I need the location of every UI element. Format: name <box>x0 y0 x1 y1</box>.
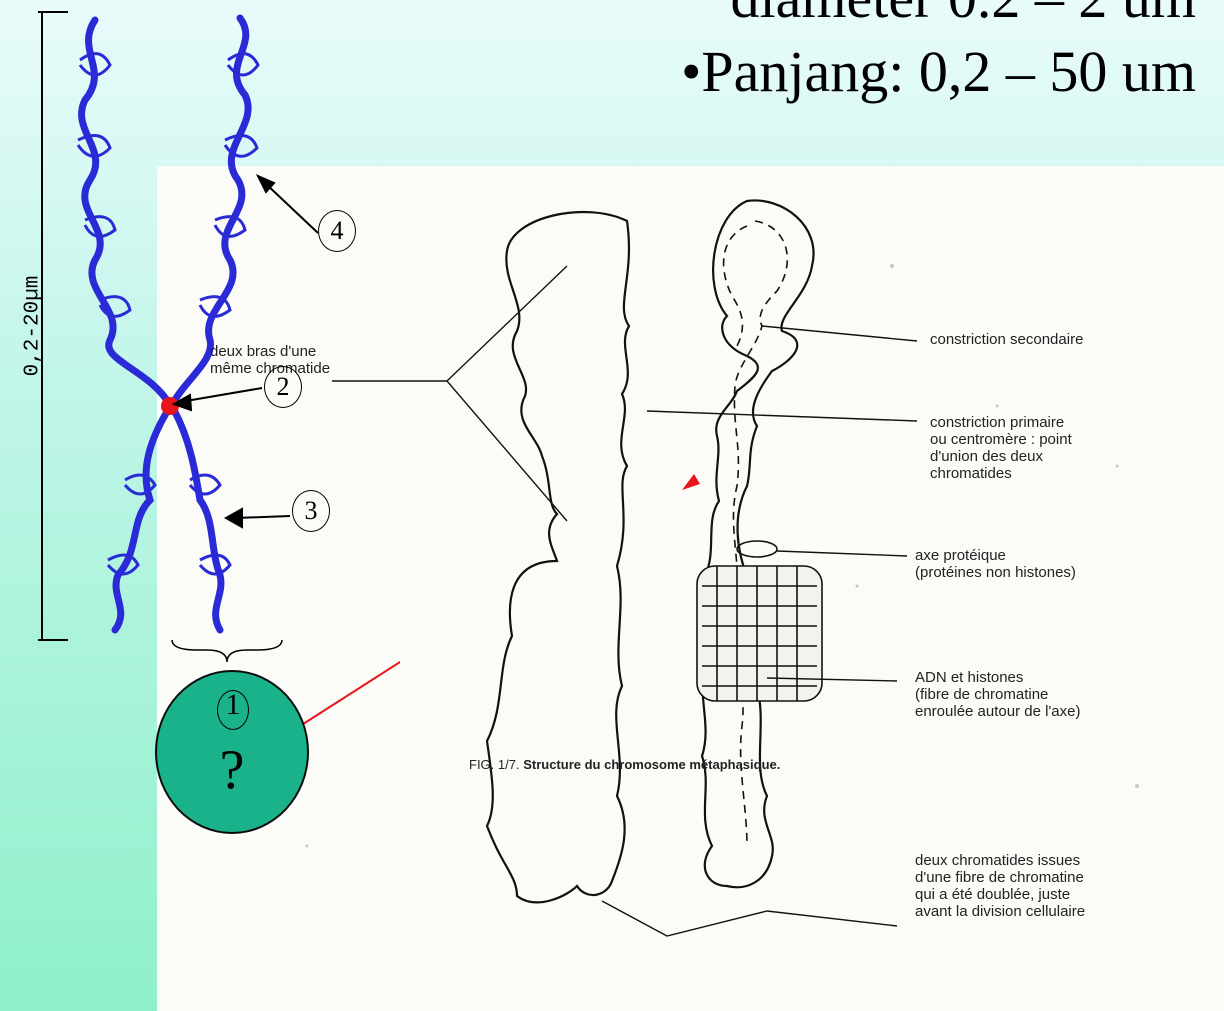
centromere-dot <box>161 397 179 415</box>
brace <box>172 640 282 662</box>
marker-3: 3 <box>292 490 330 532</box>
label-primary-constriction: constriction primaire ou centromère : po… <box>930 414 1072 482</box>
label-secondary-constriction: constriction secondaire <box>930 331 1083 348</box>
left-chromatid-outline <box>487 212 629 902</box>
chromosome-sketch <box>0 0 400 1011</box>
label-protein-axis: axe protéique (protéines non histones) <box>915 547 1076 581</box>
question-mark: ? <box>157 738 307 802</box>
scale-label: 0,2-20µm <box>22 276 45 377</box>
figure-caption: FIG. 1/7. Structure du chromosome métaph… <box>469 757 780 772</box>
red-pointer-head <box>680 468 710 498</box>
arm-lower-right <box>174 410 221 630</box>
arm-upper-left <box>82 20 170 405</box>
marker-2: 2 <box>264 366 302 408</box>
marker-1: 1 <box>218 688 248 722</box>
right-chromatid-outline <box>702 200 814 887</box>
figure-caption-number: FIG. 1/7. <box>469 757 520 772</box>
chromosome-coils <box>78 54 258 574</box>
slide-text-panjang: •Panjang: 0,2 – 50 um <box>681 38 1196 105</box>
question-bubble: 1 ? <box>155 670 309 834</box>
label-dna-histones: ADN et histones (fibre de chromatine enr… <box>915 669 1080 720</box>
marker-4: 4 <box>318 210 356 252</box>
arm-lower-left <box>115 410 168 630</box>
chromosome-arms <box>82 18 249 630</box>
label-two-chromatids: deux chromatides issues d'une fibre de c… <box>915 852 1085 920</box>
slide-text-diameter: diameter 0.2 – 2 um <box>730 0 1196 31</box>
chromatin-coil-texture <box>697 541 822 701</box>
figure-caption-text: Structure du chromosome métaphasique. <box>523 757 780 772</box>
